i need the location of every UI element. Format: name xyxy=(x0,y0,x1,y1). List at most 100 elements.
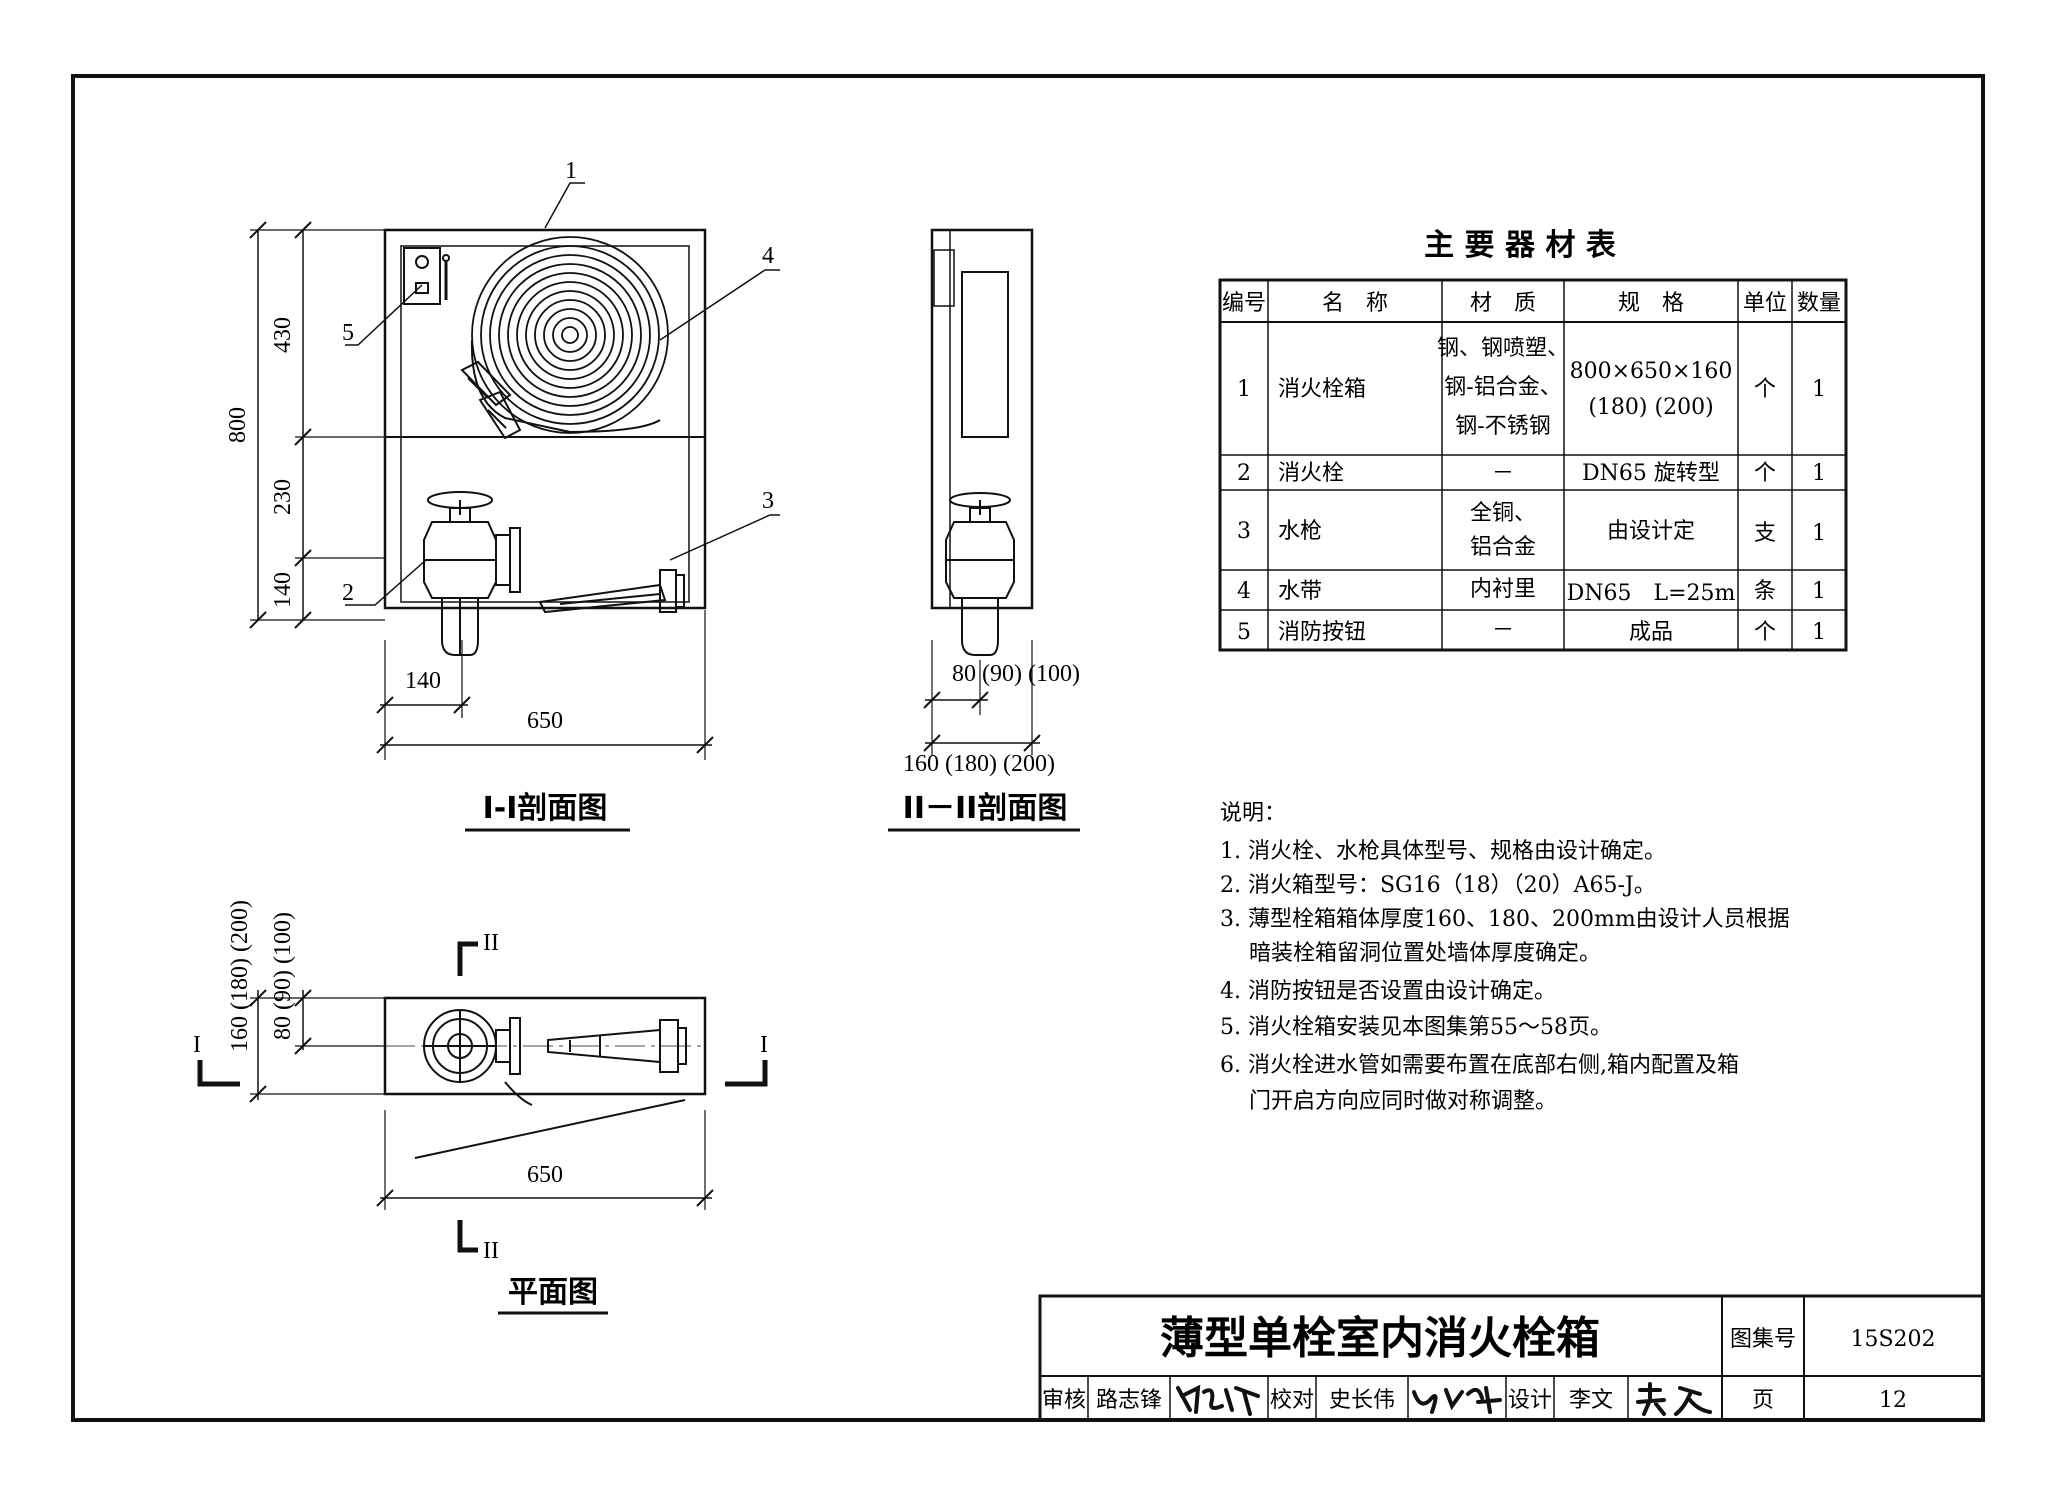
plan-dim-80-90-100: 80 (90) (100) xyxy=(270,912,296,1040)
view-title-section-1: I-I剖面图 xyxy=(483,791,608,826)
row2-spec: DN65 旋转型 xyxy=(1582,461,1720,486)
note-line-8: 门开启方向应同时做对称调整。 xyxy=(1220,1089,1557,1114)
row4-unit: 条 xyxy=(1754,579,1776,604)
hydrant-side-icon xyxy=(945,492,1015,656)
callout-4: 4 xyxy=(762,243,774,269)
row3-material-1: 全铜、 xyxy=(1470,501,1536,526)
cut-label-ii-bottom: II xyxy=(483,1238,499,1264)
row4-qty: 1 xyxy=(1812,579,1826,604)
callout-1: 1 xyxy=(565,158,577,184)
row3-spec: 由设计定 xyxy=(1607,519,1695,544)
view-title-plan: 平面图 xyxy=(508,1275,598,1310)
materials-table-rows: 1 消火栓箱 钢、钢喷塑、 钢-铝合金、 钢-不锈钢 800×650×160 (… xyxy=(1237,336,1826,645)
dim-80-90-100: 80 (90) (100) xyxy=(952,661,1080,687)
dim-800: 800 xyxy=(225,407,251,443)
row5-qty: 1 xyxy=(1812,620,1826,645)
row1-spec-1: 800×650×160 xyxy=(1570,359,1733,384)
row3-qty: 1 xyxy=(1812,521,1826,546)
note-line-2: 2. 消火箱型号：SG16（18）（20）A65-J。 xyxy=(1220,873,1656,898)
row2-name: 消火栓 xyxy=(1278,461,1344,486)
row3-unit: 支 xyxy=(1754,521,1776,546)
cut-mark-ii-bottom xyxy=(457,1220,478,1253)
plan-view xyxy=(197,941,768,1253)
header-no: 编号 xyxy=(1222,291,1266,316)
note-line-7: 6. 消火栓进水管如需要布置在底部右侧,箱内配置及箱 xyxy=(1220,1053,1739,1078)
checker-name: 史长伟 xyxy=(1329,1388,1395,1413)
row4-spec: DN65 L=25m xyxy=(1567,581,1736,606)
row2-qty: 1 xyxy=(1812,461,1826,486)
dim-650: 650 xyxy=(527,708,563,734)
row1-no: 1 xyxy=(1237,377,1251,402)
header-unit: 单位 xyxy=(1743,291,1787,316)
callout-5: 5 xyxy=(342,320,354,346)
page-label: 页 xyxy=(1752,1388,1774,1413)
reviewer-signature xyxy=(1176,1384,1260,1416)
cut-mark-i-left xyxy=(197,1060,240,1087)
materials-table-title: 主 要 器 材 表 xyxy=(1424,228,1616,263)
row1-name: 消火栓箱 xyxy=(1278,377,1366,402)
designer-name: 李文 xyxy=(1569,1388,1613,1413)
dim-140: 140 xyxy=(270,572,296,608)
materials-table-headers: 编号 名 称 材 质 规 格 单位 数量 xyxy=(1222,291,1841,316)
section-1-1-view xyxy=(249,182,780,760)
row4-material: 内衬里 xyxy=(1470,577,1536,602)
row5-no: 5 xyxy=(1237,620,1251,645)
drawing-title: 薄型单栓室内消火栓箱 xyxy=(1160,1313,1600,1364)
review-label: 审核 xyxy=(1042,1388,1086,1413)
check-label: 校对 xyxy=(1270,1388,1314,1413)
leader-5 xyxy=(345,284,423,346)
nozzle-icon xyxy=(538,569,685,614)
notes-block: 说明： 1. 消火栓、水枪具体型号、规格由设计确定。 2. 消火箱型号：SG16… xyxy=(1220,801,1790,1114)
callout-2: 2 xyxy=(342,580,354,606)
dim-140-horizontal: 140 xyxy=(405,668,441,694)
hose-reel-icon xyxy=(470,236,669,434)
dim-230: 230 xyxy=(270,479,296,515)
cut-mark-i-right xyxy=(725,1060,768,1087)
page-number: 12 xyxy=(1879,1388,1907,1413)
hose-coupling-icon xyxy=(460,360,522,440)
note-line-4: 暗装栓箱留洞位置处墙体厚度确定。 xyxy=(1220,941,1601,966)
row4-no: 4 xyxy=(1237,579,1251,604)
note-line-6: 5. 消火栓箱安装见本图集第55～58页。 xyxy=(1220,1015,1612,1040)
header-material: 材 质 xyxy=(1470,291,1536,316)
dim-160-180-200: 160 (180) (200) xyxy=(903,751,1055,777)
row2-material: － xyxy=(1492,461,1514,486)
header-qty: 数量 xyxy=(1797,291,1841,316)
leader-2 xyxy=(345,559,427,606)
nozzle-top-icon xyxy=(547,1019,687,1073)
cut-mark-ii-top xyxy=(457,941,478,976)
title-block xyxy=(1038,1294,1985,1422)
section-2-2-view xyxy=(923,228,1041,755)
fire-button-icon xyxy=(403,247,450,305)
row3-no: 3 xyxy=(1237,519,1251,544)
header-name: 名 称 xyxy=(1322,291,1388,316)
row4-name: 水带 xyxy=(1278,579,1322,604)
leader-1 xyxy=(544,182,585,229)
dim-430: 430 xyxy=(270,317,296,353)
row1-material-2: 钢-铝合金、 xyxy=(1444,375,1561,400)
row3-name: 水枪 xyxy=(1278,519,1322,544)
row1-spec-2: (180) (200) xyxy=(1588,395,1713,420)
sheet-border xyxy=(71,74,1985,1422)
leader-3 xyxy=(669,514,780,561)
row2-no: 2 xyxy=(1237,461,1251,486)
reviewer-name: 路志锋 xyxy=(1096,1388,1162,1413)
designer-signature xyxy=(1636,1382,1712,1416)
cabinet-side xyxy=(930,228,1034,610)
row5-material: － xyxy=(1492,618,1514,643)
cabinet-outline xyxy=(383,228,707,610)
hydrant-valve-icon xyxy=(423,491,521,656)
atlas-no-label: 图集号 xyxy=(1730,1327,1796,1352)
row1-material-3: 钢-不锈钢 xyxy=(1455,414,1550,439)
atlas-no-value: 15S202 xyxy=(1850,1327,1935,1352)
row5-spec: 成品 xyxy=(1629,620,1673,645)
note-line-1: 1. 消火栓、水枪具体型号、规格由设计确定。 xyxy=(1220,839,1666,864)
note-line-3: 3. 薄型栓箱箱体厚度160、180、200mm由设计人员根据 xyxy=(1220,907,1790,932)
row1-qty: 1 xyxy=(1812,377,1826,402)
title-block-fields: 图集号 15S202 审核 路志锋 校对 史长伟 设计 李文 页 12 xyxy=(1042,1327,1936,1413)
leader-4 xyxy=(659,269,780,341)
checker-signature xyxy=(1412,1386,1502,1414)
row3-material-2: 铝合金 xyxy=(1470,535,1536,560)
cut-label-ii-top: II xyxy=(483,930,499,956)
